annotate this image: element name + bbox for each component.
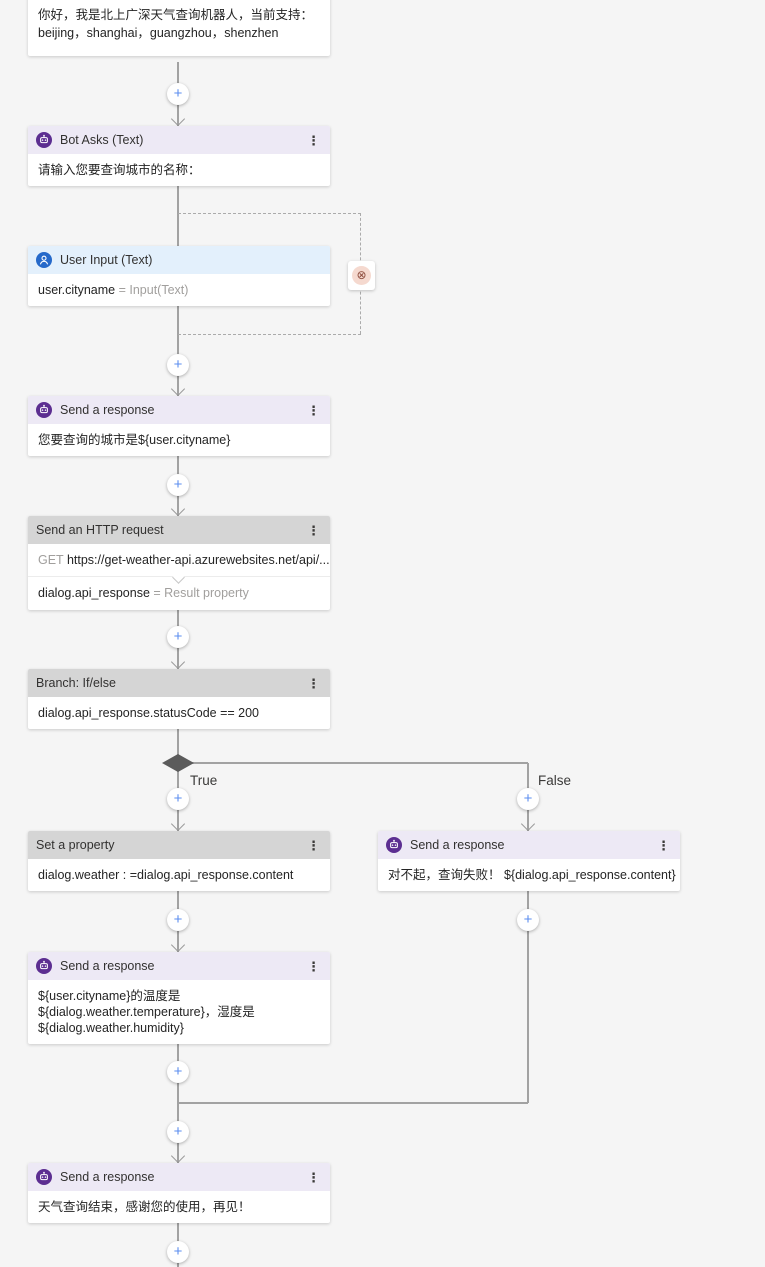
set-property-assignment: dialog.weather : =dialog.api_response.co… <box>38 868 294 882</box>
node-set-property[interactable]: Set a property ⋮ dialog.weather : =dialo… <box>28 831 330 891</box>
arrow-down-icon <box>170 381 186 397</box>
node-title: Send a response <box>60 959 155 973</box>
end-turn-marker[interactable]: ⊗ <box>348 261 375 290</box>
edge <box>177 185 179 246</box>
node-menu-button[interactable]: ⋮ <box>657 837 670 853</box>
response-text: ${user.cityname}的温度是 ${dialog.weather.te… <box>38 989 255 1035</box>
node-title: Set a property <box>36 838 115 852</box>
add-node-button[interactable]: + <box>167 909 189 931</box>
add-node-button[interactable]: + <box>517 788 539 810</box>
edge-false-branch <box>527 890 529 1103</box>
card-divider <box>28 571 330 584</box>
node-title: Send a response <box>60 403 155 417</box>
node-title: Bot Asks (Text) <box>60 133 144 147</box>
branch-label-true: True <box>190 773 218 788</box>
node-title: User Input (Text) <box>60 253 153 267</box>
end-turn-icon: ⊗ <box>352 266 371 285</box>
bot-icon <box>36 958 52 974</box>
branch-label-false: False <box>538 773 572 788</box>
node-bot-asks[interactable]: Bot Asks (Text) ⋮ 请输入您要查询城市的名称： <box>28 126 330 186</box>
add-node-button[interactable]: + <box>517 909 539 931</box>
welcome-text: 你好，我是北上广深天气查询机器人，当前支持： beijing，shanghai，… <box>38 8 314 40</box>
bot-asks-text: 请输入您要查询城市的名称： <box>38 163 201 177</box>
input-property: user.cityname <box>38 283 116 297</box>
response-text: 天气查询结束，感谢您的使用，再见！ <box>38 1200 251 1214</box>
bot-icon <box>36 132 52 148</box>
arrow-down-icon <box>170 501 186 517</box>
bot-icon <box>386 837 402 853</box>
edge-branch-merge <box>178 1102 528 1104</box>
response-text: 对不起，查询失败！ ${dialog.api_response.content} <box>388 868 676 882</box>
loop-edge <box>178 213 361 214</box>
node-send-response-city[interactable]: Send a response ⋮ 您要查询的城市是${user.citynam… <box>28 396 330 456</box>
add-node-button[interactable]: + <box>167 474 189 496</box>
node-menu-button[interactable]: ⋮ <box>307 837 320 853</box>
input-value: = Input(Text) <box>115 283 189 297</box>
edge <box>177 305 179 396</box>
node-title: Send a response <box>410 838 505 852</box>
node-menu-button[interactable]: ⋮ <box>307 958 320 974</box>
add-node-button[interactable]: + <box>167 1061 189 1083</box>
add-node-button[interactable]: + <box>167 1121 189 1143</box>
branch-condition: dialog.api_response.statusCode == 200 <box>38 706 259 720</box>
bot-icon <box>36 402 52 418</box>
node-send-response-fail[interactable]: Send a response ⋮ 对不起，查询失败！ ${dialog.api… <box>378 831 680 891</box>
user-icon <box>36 252 52 268</box>
node-menu-button[interactable]: ⋮ <box>307 132 320 148</box>
node-welcome-message[interactable]: 你好，我是北上广深天气查询机器人，当前支持： beijing，shanghai，… <box>28 0 330 56</box>
add-node-button[interactable]: + <box>167 83 189 105</box>
arrow-down-icon <box>170 111 186 127</box>
edge-branch-split <box>178 762 528 764</box>
node-user-input[interactable]: User Input (Text) user.cityname = Input(… <box>28 246 330 306</box>
http-url: https://get-weather-api.azurewebsites.ne… <box>66 553 330 567</box>
add-node-button[interactable]: + <box>167 788 189 810</box>
http-result-value: = Result property <box>149 586 249 600</box>
arrow-down-icon <box>170 654 186 670</box>
edge <box>177 728 179 756</box>
node-http-request[interactable]: Send an HTTP request ⋮ GET https://get-w… <box>28 516 330 610</box>
node-send-response-weather[interactable]: Send a response ⋮ ${user.cityname}的温度是 $… <box>28 952 330 1044</box>
loop-edge <box>178 334 361 335</box>
node-send-response-end[interactable]: Send a response ⋮ 天气查询结束，感谢您的使用，再见！ <box>28 1163 330 1223</box>
arrow-down-icon <box>170 816 186 832</box>
add-node-button[interactable]: + <box>167 1241 189 1263</box>
arrow-down-icon <box>170 937 186 953</box>
add-node-button[interactable]: + <box>167 626 189 648</box>
http-method: GET <box>38 553 67 567</box>
branch-diamond-icon <box>162 754 194 772</box>
node-menu-button[interactable]: ⋮ <box>307 402 320 418</box>
node-menu-button[interactable]: ⋮ <box>307 675 320 691</box>
node-title: Send a response <box>60 1170 155 1184</box>
add-node-button[interactable]: + <box>167 354 189 376</box>
edge <box>177 1040 179 1163</box>
bot-icon <box>36 1169 52 1185</box>
node-title: Send an HTTP request <box>36 523 164 537</box>
arrow-down-icon <box>520 816 536 832</box>
http-result-property: dialog.api_response <box>38 586 150 600</box>
node-branch-ifelse[interactable]: Branch: If/else ⋮ dialog.api_response.st… <box>28 669 330 729</box>
node-menu-button[interactable]: ⋮ <box>307 1169 320 1185</box>
node-menu-button[interactable]: ⋮ <box>307 522 320 538</box>
arrow-down-icon <box>170 1148 186 1164</box>
node-title: Branch: If/else <box>36 676 116 690</box>
response-text: 您要查询的城市是${user.cityname} <box>38 433 231 447</box>
